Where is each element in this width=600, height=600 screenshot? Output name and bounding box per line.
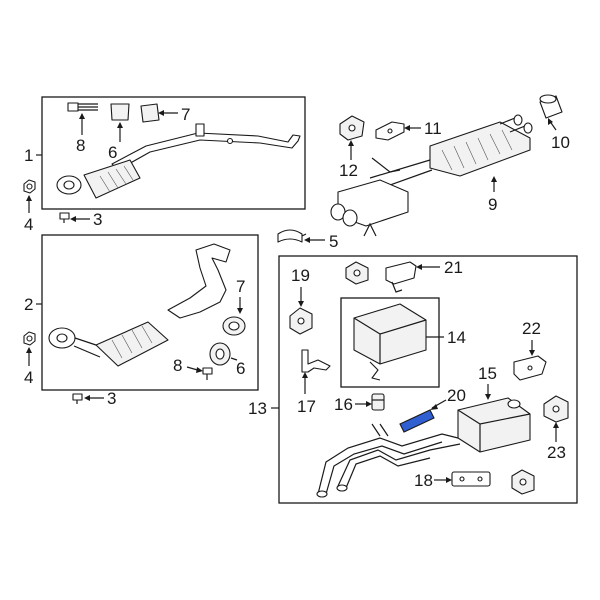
exhaust-system-assembly-9[interactable] (330, 114, 533, 237)
stud-3-lower[interactable] (72, 393, 83, 404)
callout-15[interactable]: 15 (478, 364, 497, 383)
callout-16[interactable]: 16 (334, 395, 353, 414)
muffler-15[interactable] (457, 397, 531, 453)
callout-23[interactable]: 23 (547, 443, 566, 462)
bracket-11[interactable] (375, 121, 405, 141)
callout-14[interactable]: 14 (447, 328, 466, 347)
callout-2[interactable]: 2 (24, 295, 33, 314)
callout-9[interactable]: 9 (488, 195, 497, 214)
heat-shield-20-highlighted[interactable] (399, 409, 435, 433)
hanger-16[interactable] (371, 393, 385, 411)
isolator-23-lower[interactable] (511, 469, 535, 495)
callout-19[interactable]: 19 (291, 266, 310, 285)
front-pipe-assembly-lower[interactable] (48, 243, 231, 367)
callout-1[interactable]: 1 (24, 146, 33, 165)
nut-4-upper[interactable] (23, 179, 36, 194)
group-box-13 (278, 255, 578, 504)
callout-7-upper[interactable]: 7 (181, 105, 190, 124)
bracket-18[interactable] (451, 471, 491, 487)
stud-3-upper[interactable] (59, 212, 70, 223)
callout-4-lower[interactable]: 4 (24, 368, 33, 387)
callout-13[interactable]: 13 (248, 399, 267, 418)
isolator-19[interactable] (289, 307, 313, 335)
bracket-21[interactable] (385, 261, 417, 293)
callout-10[interactable]: 10 (551, 133, 570, 152)
callout-5[interactable]: 5 (329, 232, 338, 251)
callout-7-lower[interactable]: 7 (236, 277, 245, 296)
group-box-14 (340, 297, 440, 388)
intermediate-pipe-13[interactable] (316, 423, 461, 498)
callout-12[interactable]: 12 (339, 161, 358, 180)
callout-17[interactable]: 17 (297, 397, 316, 416)
callout-6-lower[interactable]: 6 (236, 359, 245, 378)
nut-4-lower[interactable] (23, 331, 36, 346)
isolator-12[interactable] (339, 115, 365, 141)
isolator-23[interactable] (543, 395, 569, 423)
bolt-8-lower[interactable] (202, 367, 213, 380)
group-box-2 (41, 234, 259, 391)
clamp-5[interactable] (277, 229, 307, 243)
gasket-7-lower[interactable] (222, 316, 246, 336)
exhaust-tip-10[interactable] (539, 94, 563, 119)
callout-8-lower[interactable]: 8 (173, 356, 182, 375)
group-box-1 (41, 96, 306, 210)
gasket-7-upper[interactable] (140, 103, 160, 123)
callout-3-lower[interactable]: 3 (107, 389, 116, 408)
callout-4-upper[interactable]: 4 (24, 215, 33, 234)
callout-20[interactable]: 20 (447, 386, 466, 405)
callout-18[interactable]: 18 (414, 471, 433, 490)
isolator-21-pad[interactable] (345, 261, 369, 285)
gasket-6-upper[interactable] (110, 103, 130, 121)
callout-6-upper[interactable]: 6 (108, 143, 117, 162)
bracket-17[interactable] (301, 349, 331, 373)
callout-11[interactable]: 11 (424, 119, 442, 138)
bracket-22[interactable] (513, 355, 547, 381)
front-pipe-assembly-upper[interactable] (56, 123, 301, 199)
muffler-14[interactable] (353, 303, 427, 381)
bolt-8-upper[interactable] (67, 102, 98, 112)
callout-3-upper[interactable]: 3 (93, 210, 102, 229)
gasket-6-lower[interactable] (209, 342, 231, 366)
callout-21[interactable]: 21 (444, 258, 463, 277)
callout-22[interactable]: 22 (522, 319, 541, 338)
callout-8-upper[interactable]: 8 (76, 136, 85, 155)
